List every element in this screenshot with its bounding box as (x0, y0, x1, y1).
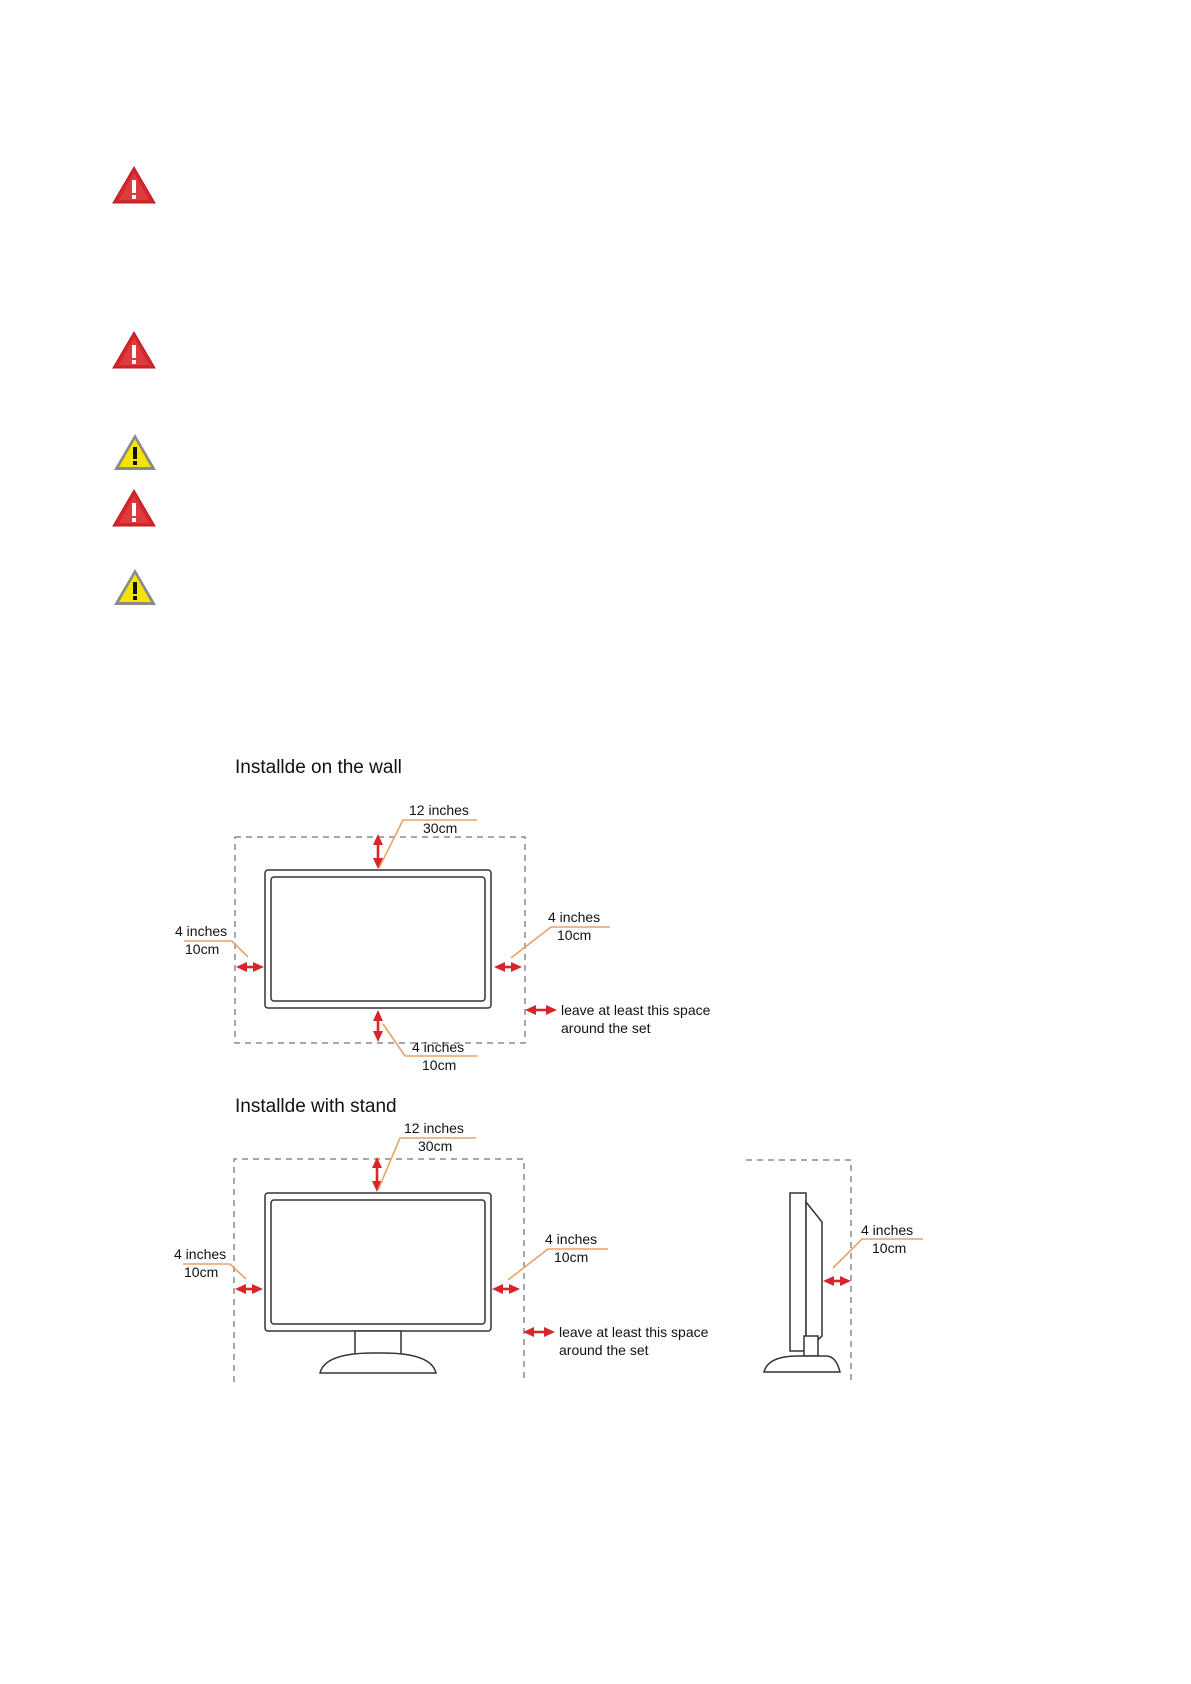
left-clearance-cm: 10cm (184, 1264, 218, 1280)
red-warning-triangle-icon (112, 489, 156, 527)
left-clearance-arrow (235, 1284, 263, 1294)
side-stand-base (763, 1355, 841, 1373)
yellow-caution-triangle-icon (114, 569, 156, 605)
top-clearance-arrow (373, 834, 383, 869)
red-warning-triangle-icon (112, 166, 156, 204)
left-leader-line (184, 940, 249, 958)
stand-clearance-diagram: 12 inches 30cm 4 inches 10cm 4 inches 10… (174, 1120, 923, 1382)
monitor-screen (270, 876, 486, 1002)
left-clearance-inches: 4 inches (174, 1246, 226, 1262)
right-leader-line (510, 926, 610, 959)
left-clearance-inches: 4 inches (175, 923, 227, 939)
monitor-stand-base (319, 1352, 437, 1374)
bottom-clearance-arrow (373, 1010, 383, 1042)
legend-line-2: around the set (561, 1020, 651, 1036)
top-clearance-cm: 30cm (423, 820, 457, 836)
stand-mount-title: Installde with stand (235, 1096, 397, 1117)
side-clearance-inches: 4 inches (861, 1222, 913, 1238)
legend-line-1: leave at least this space (559, 1324, 709, 1340)
right-clearance-cm: 10cm (554, 1249, 588, 1265)
right-clearance-cm: 10cm (557, 927, 591, 943)
top-clearance-arrow (372, 1157, 382, 1192)
legend-line-1: leave at least this space (561, 1002, 711, 1018)
bottom-clearance-inches: 4 inches (412, 1039, 464, 1055)
top-clearance-inches: 12 inches (409, 802, 469, 818)
side-clearance-boundary (746, 1159, 852, 1382)
top-clearance-cm: 30cm (418, 1138, 452, 1154)
side-clearance-arrow (823, 1276, 851, 1286)
left-leader-line (183, 1263, 247, 1280)
red-warning-triangle-icon (112, 331, 156, 369)
monitor-screen (270, 1199, 486, 1325)
side-monitor-panel (789, 1192, 807, 1352)
bottom-leader-line (382, 1023, 478, 1057)
bottom-clearance-cm: 10cm (422, 1057, 456, 1073)
side-leader-line (832, 1238, 923, 1269)
left-clearance-cm: 10cm (185, 941, 219, 957)
legend-arrow (525, 1005, 557, 1015)
side-clearance-cm: 10cm (872, 1240, 906, 1256)
wall-mount-title: Installde on the wall (235, 757, 402, 778)
wall-mount-clearance-diagram: 12 inches 30cm 4 inches 10cm 4 inches 10… (175, 802, 711, 1073)
clearance-boundary (234, 836, 526, 1044)
side-monitor-back (805, 1199, 823, 1353)
yellow-caution-triangle-icon (114, 434, 156, 470)
top-clearance-inches: 12 inches (404, 1120, 464, 1136)
right-leader-line (507, 1248, 608, 1281)
monitor-stand-neck (354, 1330, 402, 1356)
right-clearance-inches: 4 inches (545, 1231, 597, 1247)
side-stand-neck (803, 1335, 819, 1357)
legend-arrow (523, 1327, 555, 1337)
clearance-boundary (233, 1158, 525, 1382)
top-leader-line (377, 1137, 476, 1191)
right-clearance-arrow (492, 1284, 520, 1294)
top-leader-line (378, 819, 477, 869)
right-clearance-inches: 4 inches (548, 909, 600, 925)
legend-line-2: around the set (559, 1342, 649, 1358)
right-clearance-arrow (494, 962, 522, 972)
left-clearance-arrow (236, 962, 264, 972)
